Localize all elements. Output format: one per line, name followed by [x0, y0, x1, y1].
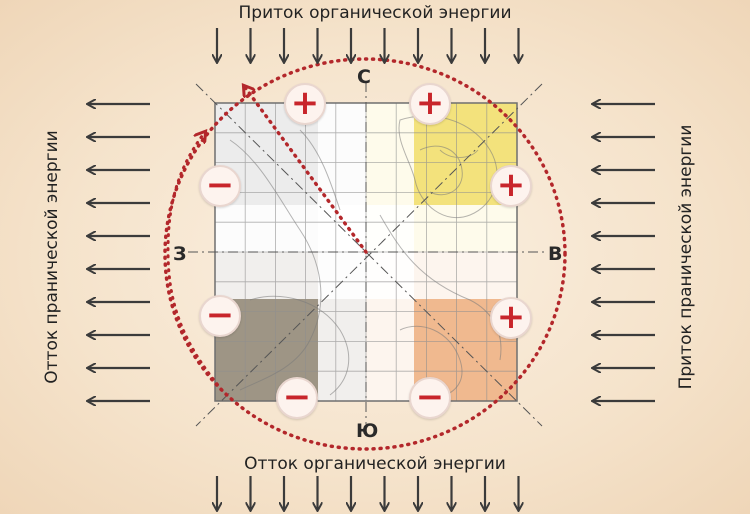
direction-north: С [357, 66, 371, 88]
plus-sign-e1: + [490, 165, 532, 207]
direction-south: Ю [356, 420, 379, 442]
plus-sign-n1: + [284, 83, 326, 125]
label-left: Отток пранической энергии [42, 130, 62, 384]
arrows-top [217, 28, 519, 62]
arrows-left [88, 104, 150, 401]
axes [188, 82, 546, 427]
arrows-right [593, 104, 655, 401]
minus-sign-s1: − [276, 377, 318, 419]
plus-sign-n2: + [409, 83, 451, 125]
minus-sign-w2: − [199, 295, 241, 337]
label-bottom: Отток органической энергии [244, 454, 506, 474]
minus-sign-s2: − [409, 377, 451, 419]
red-diagonal-arrow [244, 86, 368, 254]
label-top: Приток органической энергии [238, 3, 512, 23]
plus-sign-e2: + [490, 297, 532, 339]
label-right: Приток пранической энергии [676, 124, 696, 390]
energy-circle [163, 57, 567, 451]
minus-sign-w1: − [199, 165, 241, 207]
direction-east: В [548, 243, 563, 265]
diagonal-ne-sw [195, 83, 543, 427]
direction-west: З [173, 243, 187, 265]
arrows-bottom [217, 476, 519, 510]
